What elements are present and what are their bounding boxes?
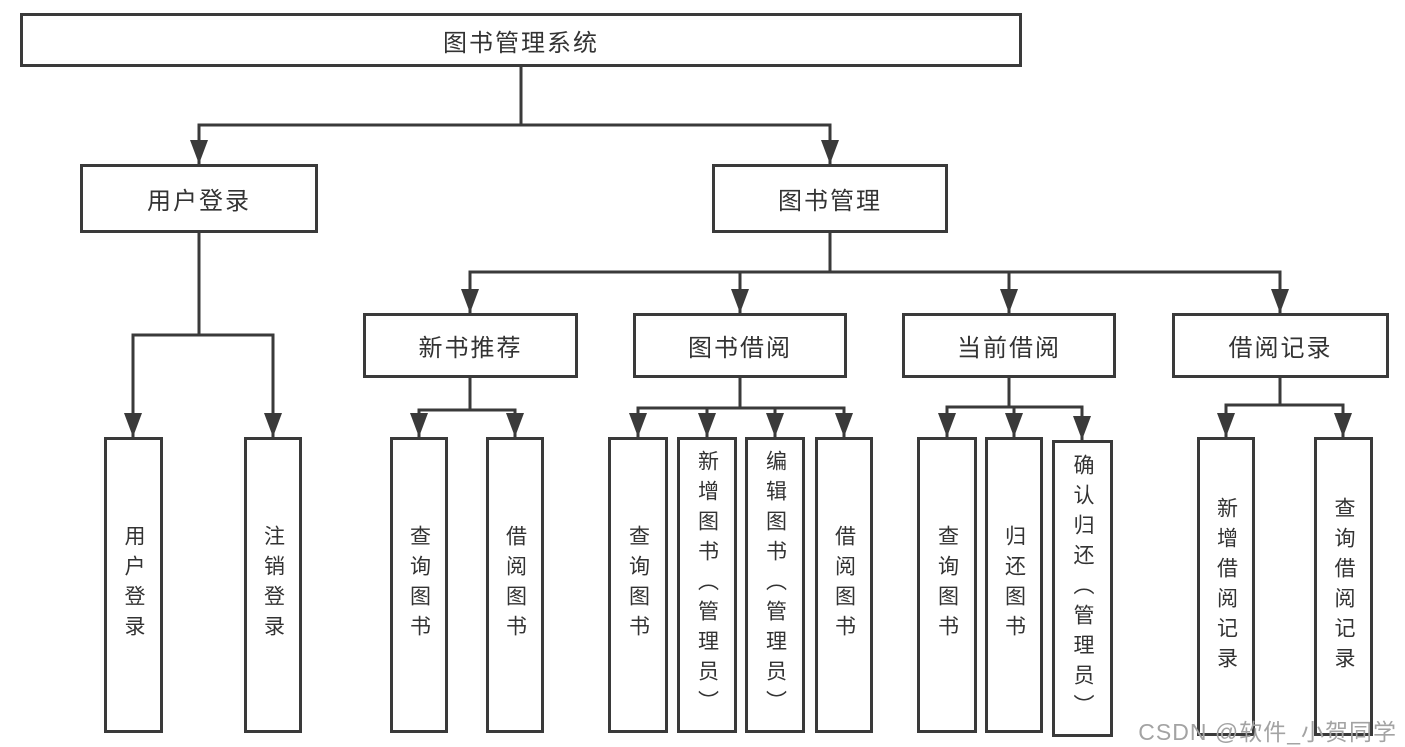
node-label: 用户登录 [147,188,251,215]
node-leaf-edit-books-admin: 编辑图书（管理员） [745,437,805,733]
node-label: 新书推荐 [418,335,523,362]
node-leaf-return-books: 归还图书 [985,437,1043,733]
node-leaf-logout: 注销登录 [244,437,302,733]
node-label: 图书借阅 [688,335,792,362]
node-borrowing-records: 借阅记录 [1172,313,1389,378]
node-label: 当前借阅 [957,335,1061,362]
node-label: 图书管理系统 [443,29,599,57]
node-leaf-search-borrowing-record: 查询借阅记录 [1314,437,1373,736]
node-leaf-borrow-books: 借阅图书 [815,437,873,733]
node-library-management-system: 图书管理系统 [20,13,1022,67]
node-leaf-current-search-books: 查询图书 [917,437,977,733]
node-leaf-recommend-borrow-books: 借阅图书 [486,437,544,733]
node-user-login: 用户登录 [80,164,318,233]
node-label: 新增借阅记录 [1214,496,1238,677]
node-current-borrowing: 当前借阅 [902,313,1116,378]
node-label: 查询图书 [935,525,959,645]
node-label: 查询借阅记录 [1332,496,1355,677]
node-label: 图书管理 [778,188,882,215]
node-label: 编辑图书（管理员） [763,450,787,720]
node-leaf-confirm-return-admin: 确认归还（管理员） [1052,440,1113,737]
watermark-text: CSDN @软件_小贺同学 [1138,719,1397,745]
node-label: 借阅图书 [832,525,856,645]
node-label: 用户登录 [122,525,145,645]
node-leaf-add-borrowing-record: 新增借阅记录 [1197,437,1255,736]
node-label: 查询图书 [407,525,431,645]
node-leaf-borrowing-search-books: 查询图书 [608,437,668,733]
node-leaf-recommend-search-books: 查询图书 [390,437,448,733]
node-leaf-user-login: 用户登录 [104,437,163,733]
node-label: 查询图书 [626,525,650,645]
node-book-management: 图书管理 [712,164,948,233]
node-label: 注销登录 [261,525,285,645]
node-label: 借阅图书 [503,525,527,645]
node-book-borrowing: 图书借阅 [633,313,847,378]
node-leaf-add-books-admin: 新增图书（管理员） [677,437,737,733]
node-label: 归还图书 [1002,525,1026,645]
node-label: 确认归还（管理员） [1071,453,1094,724]
node-label: 新增图书（管理员） [695,450,719,720]
node-label: 借阅记录 [1228,335,1333,362]
node-new-book-recommendation: 新书推荐 [363,313,578,378]
